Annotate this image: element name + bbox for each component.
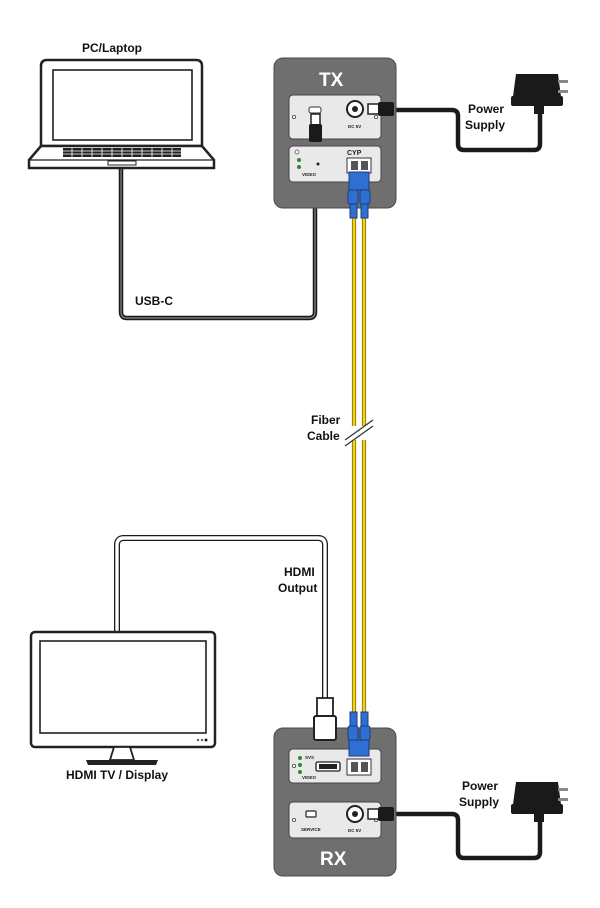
rx-unit: SVS VIDEO SERVICE DC 5V	[273, 727, 397, 877]
rx-service-label: SERVICE	[301, 827, 321, 832]
fiber-cable	[344, 218, 374, 712]
laptop-icon	[27, 58, 216, 170]
tx-brand-logo: CYP	[347, 150, 362, 157]
tx-fiber-connector	[347, 171, 371, 219]
rx-fiber-connector	[347, 711, 371, 757]
tx-label: TX	[319, 70, 344, 91]
tx-power-supply-label-2: Supply	[465, 118, 505, 132]
pc-laptop-label: PC/Laptop	[82, 41, 142, 55]
usb-c-plug	[309, 113, 322, 142]
hdmi-output-label-2: Output	[278, 581, 317, 595]
tx-dc5v-label: DC 5V	[348, 124, 361, 129]
rx-dc5v-label: DC 5V	[348, 828, 361, 833]
rx-power-supply-label-2: Supply	[459, 795, 499, 809]
rx-power-supply-label-1: Power	[462, 779, 498, 793]
rx-power-plug	[367, 807, 394, 821]
tv-display-icon	[29, 630, 217, 765]
hdmi-plug	[313, 697, 337, 741]
fiber-cable-label-2: Cable	[307, 429, 340, 443]
tx-power-cable	[392, 107, 543, 153]
hdmi-tv-display-label: HDMI TV / Display	[66, 768, 168, 782]
power-adapter-icon	[511, 74, 568, 114]
tx-power-plug	[367, 102, 394, 116]
tx-power-supply-label-1: Power	[468, 102, 504, 116]
rx-power-cable	[392, 811, 543, 861]
power-adapter-icon	[511, 782, 568, 822]
rx-label: RX	[320, 849, 347, 870]
hdmi-output-label-1: HDMI	[284, 565, 315, 579]
rx-video-label: VIDEO	[302, 775, 317, 780]
rx-svs-label: SVS	[305, 755, 314, 760]
usb-c-label: USB-C	[135, 294, 173, 308]
fiber-cable-label-1: Fiber	[311, 413, 341, 427]
tx-video-label: VIDEO	[302, 172, 317, 177]
